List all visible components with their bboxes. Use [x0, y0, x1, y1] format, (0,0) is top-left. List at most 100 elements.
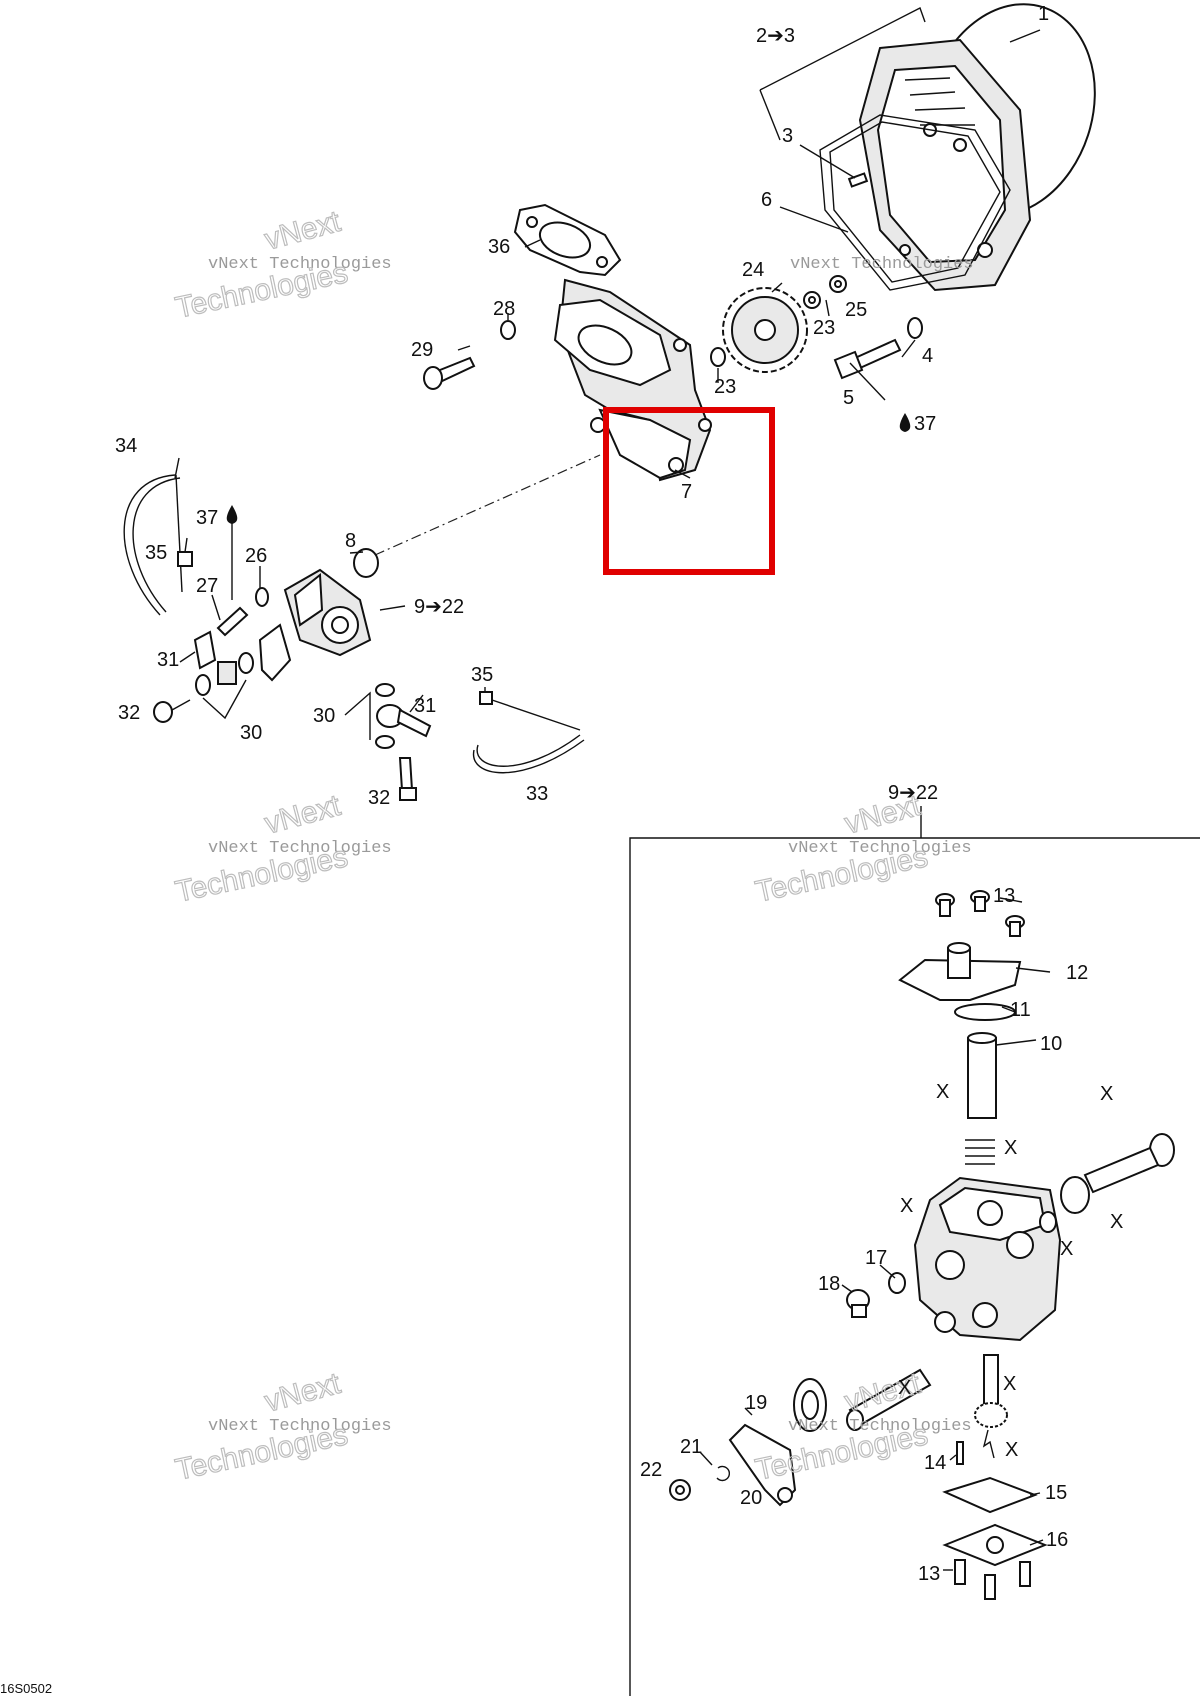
part-15-gasket	[942, 1476, 1038, 1514]
svg-text:vNext Technologies: vNext Technologies	[788, 839, 972, 858]
label-35-left: 35	[145, 542, 167, 564]
part-14-pin	[956, 1441, 964, 1465]
label-26: 26	[245, 545, 267, 567]
label-24: 24	[742, 259, 764, 281]
part-31-fitting-b	[376, 704, 432, 738]
highlight-box	[603, 407, 775, 575]
assembly-axis-line	[374, 454, 601, 556]
part-28-washer	[500, 320, 516, 340]
label-x-1: X	[936, 1081, 949, 1103]
part-26-washer	[255, 587, 269, 607]
part-35-clamp-a	[177, 551, 193, 567]
label-31-right: 31	[414, 695, 436, 717]
side-plunger-assembly	[1039, 1133, 1175, 1233]
part-23-washer-a	[803, 291, 821, 309]
label-x-9: X	[1100, 1083, 1113, 1105]
pump-body	[913, 1176, 1062, 1342]
part-9-22-oil-pump	[258, 568, 372, 682]
part-11-o-ring	[954, 1003, 1016, 1021]
label-16: 16	[1046, 1529, 1068, 1551]
svg-text:vNext: vNext	[261, 205, 344, 257]
label-x-7: X	[1003, 1373, 1016, 1395]
svg-text:vNext Technologies: vNext Technologies	[790, 255, 974, 274]
figure-code: 16S0502	[0, 1681, 52, 1696]
part-32-banjo-bolt-b	[398, 757, 417, 801]
label-15: 15	[1045, 1482, 1067, 1504]
part-4-washer	[907, 317, 923, 339]
watermark-bottom-left: vNext Technologies vNext Technologies	[172, 1366, 392, 1487]
part-6-gasket-ring	[819, 114, 1011, 291]
part-18-plug	[846, 1289, 870, 1318]
part-32-banjo-bolt-a	[153, 699, 191, 723]
part-20-lever	[728, 1423, 797, 1507]
label-12: 12	[1066, 962, 1088, 984]
label-25: 25	[845, 299, 867, 321]
part-16-base-plate	[942, 1523, 1048, 1567]
part-29-screw	[423, 356, 476, 390]
label-33: 33	[526, 783, 548, 805]
oil-drop-icon	[899, 413, 911, 432]
label-23-upper: 23	[813, 317, 835, 339]
label-29: 29	[411, 339, 433, 361]
bracket-2-3	[759, 7, 926, 141]
label-7: 7	[681, 481, 692, 503]
label-x-3: X	[900, 1195, 913, 1217]
label-6: 6	[761, 189, 772, 211]
label-28: 28	[493, 298, 515, 320]
part-13-screws-top	[935, 890, 1025, 937]
label-x-4: X	[1110, 1211, 1123, 1233]
label-1: 1	[1038, 3, 1049, 25]
part-33-oil-line	[472, 734, 585, 774]
label-5: 5	[843, 387, 854, 409]
callout-labels: 1 2➔3 3 6 36 24 28 29 23 25 23 4 5 37 7 …	[0, 3, 1123, 1696]
label-14: 14	[924, 1452, 946, 1474]
label-20: 20	[740, 1487, 762, 1509]
label-32-right: 32	[368, 787, 390, 809]
label-27: 27	[196, 575, 218, 597]
label-10: 10	[1040, 1033, 1062, 1055]
part-31-fitting-a	[193, 630, 217, 670]
label-22: 22	[640, 1459, 662, 1481]
part-10-plunger	[967, 1032, 997, 1119]
label-9-22-detail: 9➔22	[888, 782, 938, 804]
label-3: 3	[782, 125, 793, 147]
part-30-washers-a	[195, 652, 254, 720]
part-23-washer-b	[710, 347, 726, 367]
label-35-right: 35	[471, 664, 493, 686]
label-11: 11	[1010, 999, 1031, 1021]
part-21-clip	[716, 1465, 731, 1482]
label-x-2: X	[1004, 1137, 1017, 1159]
part-34-oil-line	[123, 474, 183, 616]
watermark-middle-right: vNext Technologies vNext Technologies	[752, 788, 972, 909]
label-9-22-left: 9➔22	[414, 596, 464, 618]
part-7-pump-housing	[553, 278, 712, 482]
part-5-bolt	[833, 338, 902, 380]
svg-text:vNext: vNext	[261, 789, 344, 841]
leader-lines	[174, 29, 1051, 1571]
watermark-middle-left: vNext Technologies vNext Technologies	[172, 788, 392, 909]
part-30-washers-b	[344, 683, 395, 749]
label-23-lower: 23	[714, 376, 736, 398]
oil-drop-icon	[226, 505, 238, 524]
label-36: 36	[488, 236, 510, 258]
label-37-left: 37	[196, 507, 218, 529]
drive-shaft-gear	[974, 1354, 1008, 1459]
part-1-cover-assembly	[858, 3, 1096, 292]
svg-text:vNext Technologies: vNext Technologies	[208, 255, 392, 274]
label-13-top: 13	[993, 885, 1015, 907]
part-17-washer	[888, 1272, 906, 1294]
svg-text:vNext Technologies: vNext Technologies	[208, 1417, 392, 1436]
label-37-top: 37	[914, 413, 936, 435]
part-36-gasket	[513, 203, 622, 277]
part-25-washer	[829, 275, 847, 293]
label-17: 17	[865, 1247, 887, 1269]
label-34: 34	[115, 435, 137, 457]
label-x-5: X	[1060, 1238, 1073, 1260]
label-31-left: 31	[157, 649, 179, 671]
detail-box-9-22	[629, 806, 1200, 1696]
label-30-bottom: 30	[240, 722, 262, 744]
label-21: 21	[680, 1436, 702, 1458]
camshaft	[846, 1368, 932, 1431]
part-19-gear	[793, 1378, 827, 1432]
